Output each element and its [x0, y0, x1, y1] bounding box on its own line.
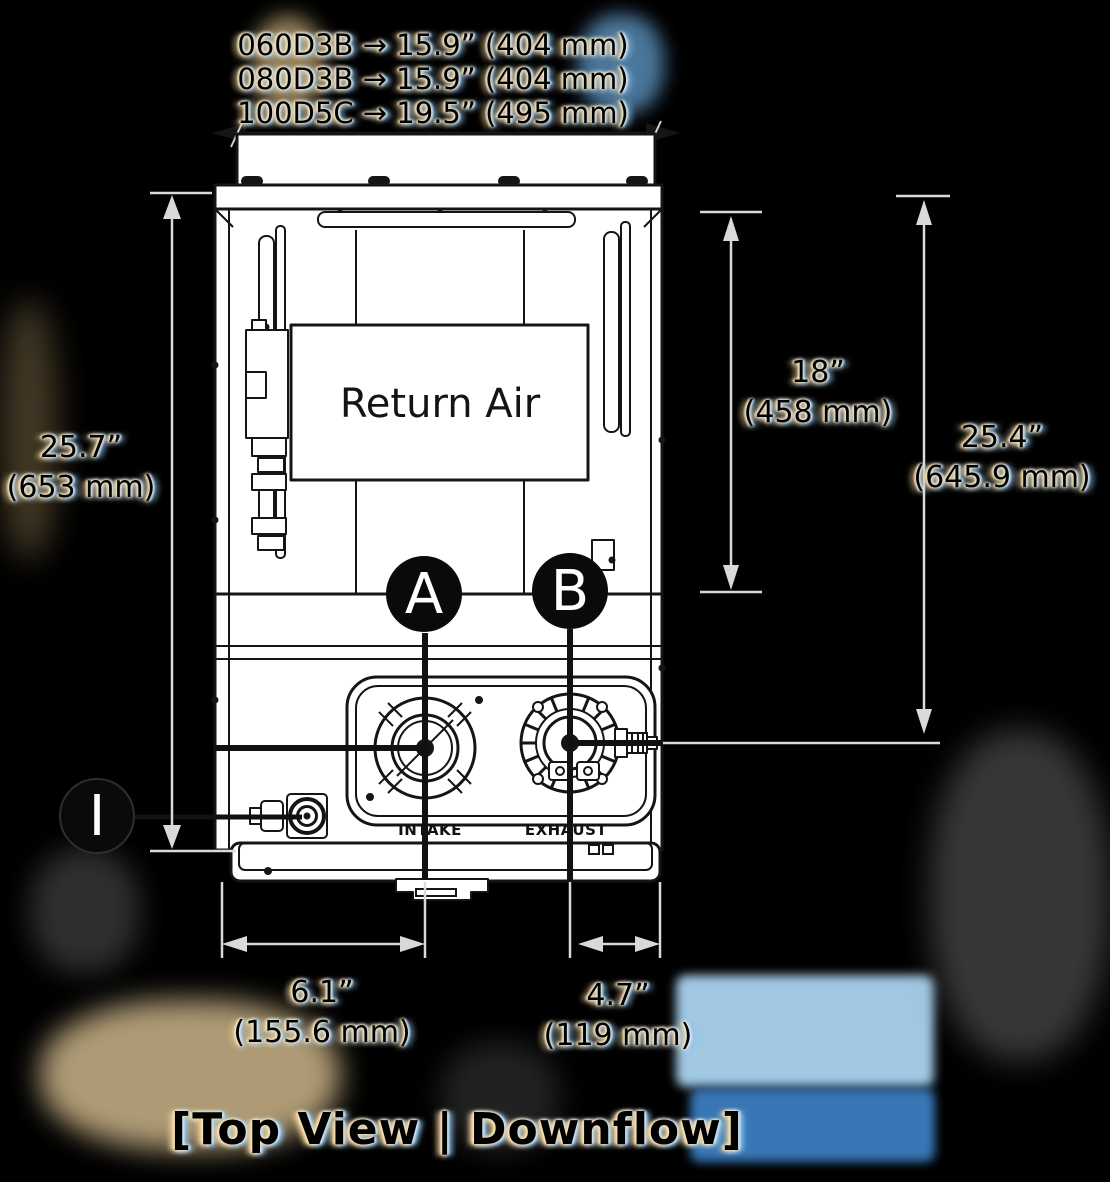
supply-duct-flange: [235, 132, 657, 188]
callout-leader-lines: [134, 629, 662, 880]
left-depth-dimension-label: 25.7” (653 mm): [7, 428, 156, 508]
svg-text:B: B: [551, 559, 589, 624]
bottom-left-dimension-line: [220, 882, 427, 958]
model-width-row: 100D5C → 19.5” (495 mm): [237, 96, 629, 130]
right-upper-dimension-line: [700, 210, 762, 594]
right-overall-dimension-line: [663, 194, 950, 745]
model-width-table: 060D3B → 15.9” (404 mm) 080D3B → 15.9” (…: [237, 28, 629, 130]
svg-text:A: A: [405, 562, 443, 627]
callout-A: A: [386, 556, 462, 632]
return-air-label: Return Air: [340, 381, 541, 427]
dimension-inches: 25.7”: [39, 430, 123, 465]
dimension-mm: (645.9 mm): [913, 460, 1091, 495]
left-latch-plate: [245, 319, 289, 551]
bottom-right-dimension-label: 4.7” (119 mm): [544, 976, 693, 1056]
intake-label: INTAKE: [398, 821, 462, 839]
callout-I: I: [59, 778, 135, 854]
dimension-inches: 25.4”: [960, 420, 1044, 455]
interior-seams: [355, 230, 525, 593]
dimension-mm: (653 mm): [6, 470, 156, 505]
callout-B: B: [532, 553, 608, 629]
model-width-row: 080D3B → 15.9” (404 mm): [237, 62, 629, 96]
cabinet-top-edge: [213, 176, 664, 211]
bottom-right-dimension-line: [568, 882, 662, 958]
bottom-tray: [229, 841, 662, 901]
svg-text:I: I: [89, 784, 106, 849]
bottom-left-dimension-label: 6.1” (155.6 mm): [233, 973, 410, 1053]
right-rail: [591, 221, 631, 571]
left-depth-dimension-line: [150, 191, 236, 853]
model-width-row: 060D3B → 15.9” (404 mm): [237, 28, 629, 62]
dimension-inches: 6.1”: [290, 975, 354, 1010]
return-air-opening: Return Air: [289, 323, 590, 482]
dimension-mm: (119 mm): [543, 1018, 693, 1053]
diagram-title: [Top View | Downflow]: [171, 1104, 743, 1155]
right-upper-dimension-label: 18” (458 mm): [744, 353, 893, 433]
dimension-inches: 18”: [791, 355, 845, 390]
dimension-mm: (458 mm): [743, 395, 893, 430]
dimension-inches: 4.7”: [586, 978, 650, 1013]
right-overall-dimension-label: 25.4” (645.9 mm): [913, 418, 1090, 498]
dimension-mm: (155.6 mm): [233, 1015, 411, 1050]
exhaust-label: EXHAUST: [525, 821, 607, 839]
